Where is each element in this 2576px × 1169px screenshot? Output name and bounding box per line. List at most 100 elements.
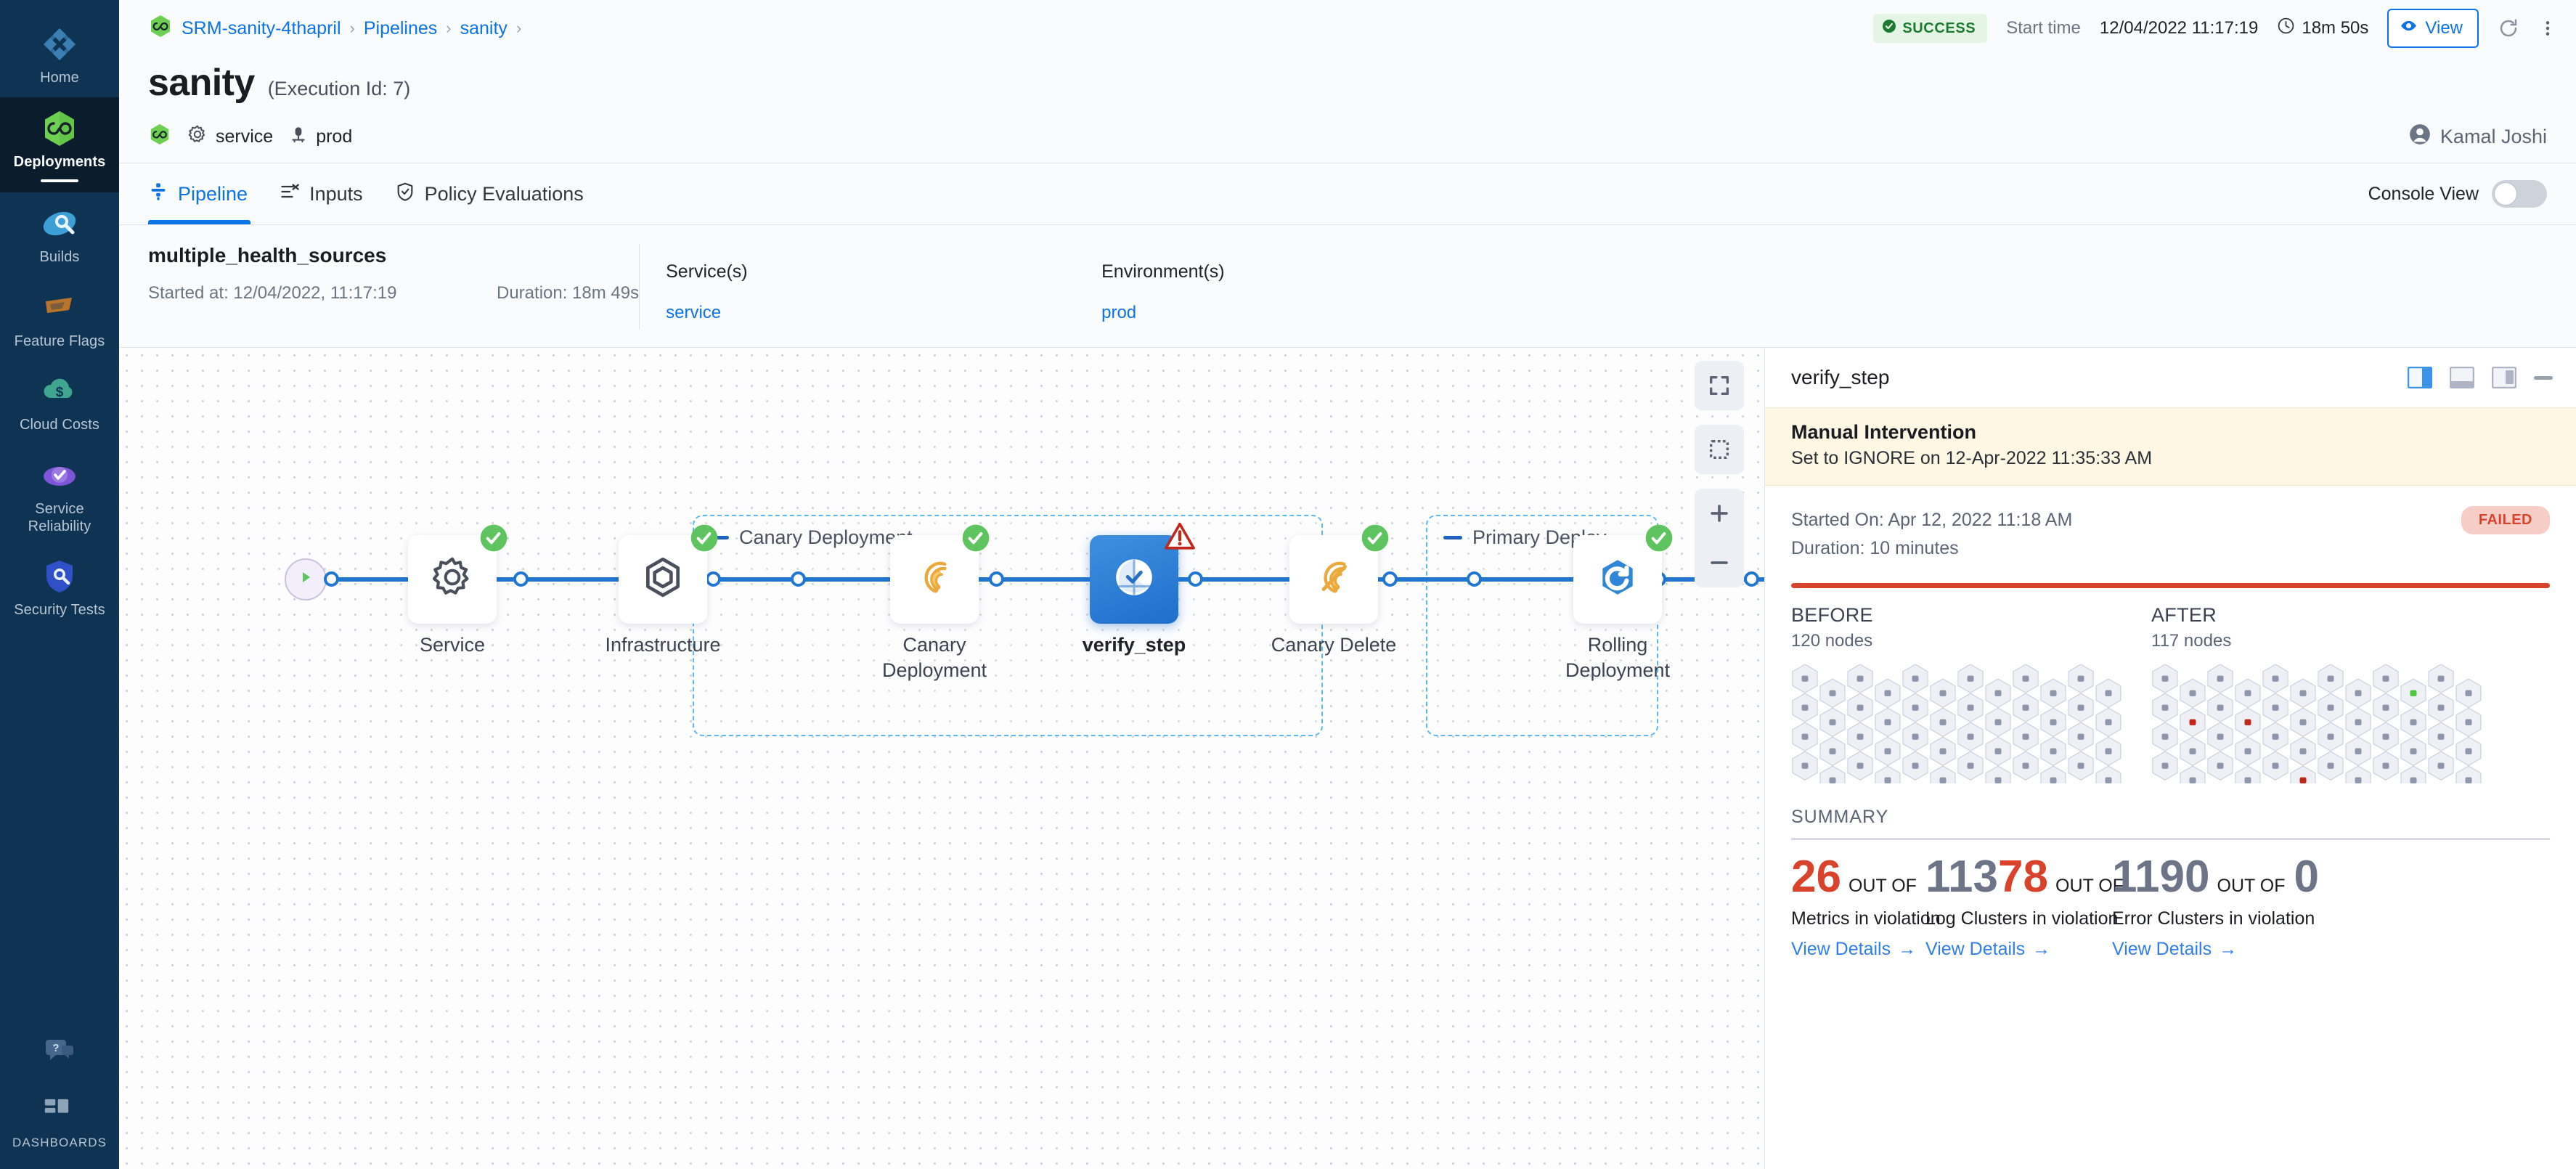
- layout-float-panel-icon[interactable]: [2491, 366, 2517, 389]
- node-box[interactable]: [890, 524, 990, 624]
- after-node-grid[interactable]: [2151, 661, 2498, 783]
- before-node-grid[interactable]: [1791, 661, 2138, 795]
- metric-value: 78: [1998, 851, 2048, 902]
- zoom-in-icon[interactable]: [1695, 489, 1744, 538]
- security-tests-icon: [40, 557, 79, 596]
- pipeline-icon: [148, 182, 168, 207]
- pipeline-started-at: Started at: 12/04/2022, 11:17:19: [148, 283, 397, 303]
- breadcrumb-item-project[interactable]: SRM-sanity-4thapril: [182, 17, 341, 38]
- rolling-deployment-icon: [1595, 555, 1640, 605]
- refresh-icon[interactable]: [2498, 17, 2519, 39]
- node-box[interactable]: [1289, 524, 1389, 624]
- group-label: Canary Deployment: [739, 526, 913, 548]
- node-box[interactable]: [619, 524, 718, 624]
- layout-bottom-panel-icon[interactable]: [2449, 366, 2475, 389]
- view-details-link[interactable]: View Details →: [2112, 939, 2352, 960]
- policy-shield-icon: [395, 182, 415, 207]
- sidebar-item-home[interactable]: Home: [0, 13, 119, 97]
- metric-description: Log Clusters in violation: [1925, 908, 2119, 929]
- edge-port: [1382, 571, 1398, 587]
- group-primary-deployment[interactable]: Primary Deploy...: [1426, 515, 1658, 736]
- services-value[interactable]: service: [666, 303, 722, 322]
- pipeline-canvas[interactable]: Canary Deployment Primary Deploy...: [119, 348, 1764, 1169]
- pipeline-info-bar: multiple_health_sources Started at: 12/0…: [119, 225, 2576, 347]
- avatar-icon: [2409, 123, 2431, 150]
- pipeline-sub-info: Started at: 12/04/2022, 11:17:19 Duratio…: [148, 283, 639, 304]
- gear-icon: [430, 555, 475, 605]
- sidebar-item-cloud-costs[interactable]: $ Cloud Costs: [0, 360, 119, 444]
- view-details-link[interactable]: View Details →: [1925, 939, 2143, 960]
- arrow-right-icon: →: [2219, 939, 2238, 959]
- view-details-label: View Details: [2112, 939, 2212, 959]
- node-box[interactable]: [1090, 522, 1195, 624]
- node-box[interactable]: [408, 524, 508, 624]
- svg-text:$: $: [56, 385, 64, 400]
- sidebar-item-label: Service Reliability: [28, 500, 91, 534]
- sidebar-dashboards-label: DASHBOARDS: [12, 1135, 107, 1149]
- node-service[interactable]: Service: [408, 524, 508, 656]
- execution-meta-row: service prod: [119, 105, 2576, 157]
- breadcrumb-item-pipelines[interactable]: Pipelines: [363, 17, 438, 38]
- step-details-panel: verify_step: [1764, 348, 2576, 1169]
- more-vertical-icon[interactable]: [2538, 17, 2557, 39]
- sidebar-item-service-reliability[interactable]: Service Reliability: [0, 444, 119, 545]
- sidebar-item-help[interactable]: ?: [0, 1018, 119, 1079]
- node-canary-deployment[interactable]: Canary Deployment: [882, 524, 990, 681]
- pipeline-info-left: multiple_health_sources Started at: 12/0…: [148, 244, 639, 304]
- user-chip[interactable]: Kamal Joshi: [2409, 123, 2547, 150]
- minimize-icon[interactable]: [2534, 375, 2553, 380]
- status-warning-icon: [1164, 521, 1195, 550]
- edge-port: [706, 571, 721, 587]
- sidebar-item-deployments[interactable]: Deployments: [0, 97, 119, 193]
- console-view-toggle[interactable]: [2492, 180, 2547, 208]
- group-canary-deployment[interactable]: Canary Deployment: [693, 515, 1323, 736]
- panel-controls: [2407, 366, 2553, 389]
- breadcrumb-item-sanity[interactable]: sanity: [460, 17, 508, 38]
- selection-box-icon[interactable]: [1695, 425, 1744, 474]
- tab-policy-evaluations[interactable]: Policy Evaluations: [379, 163, 600, 224]
- view-button[interactable]: View: [2387, 9, 2479, 48]
- sidebar-item-feature-flags[interactable]: Feature Flags: [0, 277, 119, 361]
- node-canary-delete[interactable]: Canary Delete: [1271, 524, 1396, 656]
- sidebar-item-label: Builds: [39, 249, 80, 266]
- metric-value-line: 26 OUT OF: [1791, 854, 2009, 900]
- meta-service-label: service: [216, 126, 274, 147]
- node-rolling-deployment[interactable]: Rolling Deployment: [1565, 524, 1673, 681]
- zoom-out-icon[interactable]: [1695, 538, 1744, 587]
- sidebar-item-dashboards[interactable]: DASHBOARDS: [0, 1079, 119, 1169]
- sidebar-item-builds[interactable]: Builds: [0, 192, 119, 277]
- start-time-value: 12/04/2022 11:17:19: [2099, 18, 2259, 38]
- zoom-controls: [1695, 489, 1744, 587]
- breadcrumb: SRM-sanity-4thapril › Pipelines › sanity…: [148, 14, 521, 44]
- metric-metrics-in-violation: 26 OUT OF Metrics in violation View Deta…: [1791, 854, 2009, 961]
- header-right-group: SUCCESS Start time 12/04/2022 11:17:19 1…: [1873, 9, 2557, 48]
- view-details-link[interactable]: View Details →: [1791, 939, 2009, 960]
- cloud-costs-icon: $: [40, 372, 79, 411]
- user-name: Kamal Joshi: [2440, 125, 2547, 147]
- tab-pipeline[interactable]: Pipeline: [148, 163, 264, 224]
- breadcrumb-separator-icon: ›: [446, 19, 452, 37]
- node-verify-step[interactable]: verify_step: [1083, 522, 1195, 656]
- sidebar-item-security-tests[interactable]: Security Tests: [0, 545, 119, 630]
- pipeline-start-node[interactable]: [285, 558, 327, 600]
- before-header: BEFORE: [1791, 603, 1873, 626]
- tab-inputs[interactable]: Inputs: [264, 163, 379, 224]
- layout-right-panel-icon[interactable]: [2407, 366, 2433, 389]
- arrow-right-icon: →: [1898, 939, 1917, 959]
- primary-sidebar: Home Deployments B: [0, 0, 119, 1169]
- node-box[interactable]: [1573, 524, 1673, 624]
- collapse-icon[interactable]: [1443, 536, 1462, 539]
- node-infrastructure[interactable]: Infrastructure: [605, 524, 721, 656]
- metric-description: Metrics in violation: [1791, 908, 1941, 929]
- check-circle-icon: [1882, 19, 1896, 38]
- view-details-label: View Details: [1791, 939, 1891, 959]
- status-badge: SUCCESS: [1873, 14, 1988, 43]
- environments-value[interactable]: prod: [1101, 303, 1137, 322]
- collapse-icon[interactable]: [710, 536, 729, 539]
- tab-label: Pipeline: [178, 182, 248, 205]
- fullscreen-icon[interactable]: [1695, 361, 1744, 410]
- body-split: Canary Deployment Primary Deploy...: [119, 347, 2576, 1169]
